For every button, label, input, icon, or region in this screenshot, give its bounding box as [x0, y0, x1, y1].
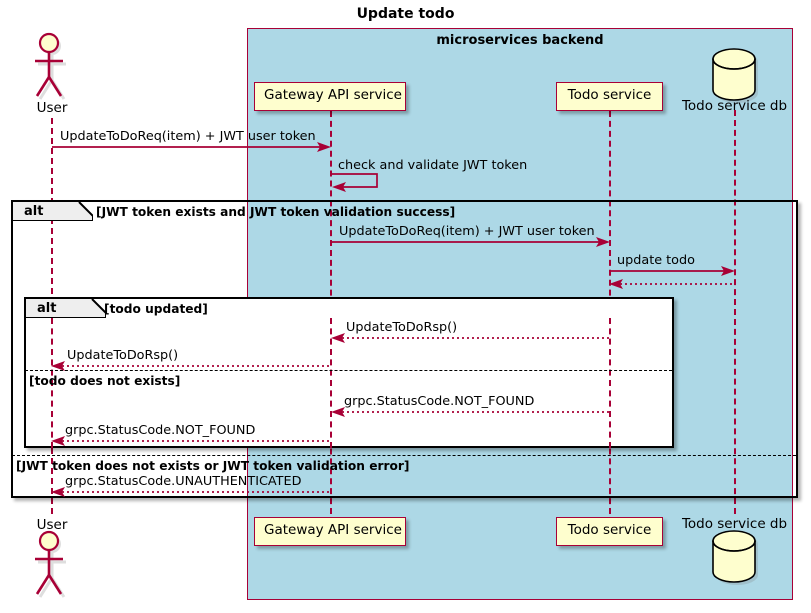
message-arrow-m10: [51, 484, 331, 498]
message-arrow-m9: [51, 433, 331, 447]
page-title: Update todo: [356, 6, 455, 22]
database-todo-service-db-top-label: Todo service db: [681, 98, 788, 114]
database-cylinder-icon: [712, 48, 758, 103]
actor-user-top-label: User: [36, 100, 68, 116]
actor-user-top[interactable]: [28, 32, 76, 102]
lifeline-todo-service-db: [734, 110, 736, 514]
message-arrow-m2-self: [331, 172, 387, 192]
alt-frame-outer-keyword: alt: [24, 204, 44, 219]
database-cylinder-icon-bottom: [712, 530, 758, 585]
alt-frame-inner-condition: [todo updated]: [104, 302, 208, 316]
message-arrow-m8: [331, 404, 610, 418]
lifeline-todo-overlay-inner: [609, 318, 611, 448]
message-arrow-m4: [609, 263, 735, 277]
actor-user-bottom-label: User: [36, 517, 68, 533]
group-box-label: microservices backend: [436, 33, 604, 48]
database-todo-service-db-top[interactable]: [707, 48, 767, 104]
lifeline-user-overlay-inner: [51, 318, 53, 448]
message-label-m10: grpc.StatusCode.UNAUTHENTICATED: [65, 474, 302, 489]
alt-frame-inner-divider: [25, 370, 672, 371]
message-arrow-m5: [609, 276, 735, 290]
participant-gateway-api-service-bottom[interactable]: Gateway API service: [254, 517, 406, 546]
database-todo-service-db-bottom-label: Todo service db: [681, 516, 788, 532]
actor-stick-figure-icon: [35, 32, 66, 100]
participant-todo-service-top[interactable]: Todo service: [556, 82, 663, 111]
alt-frame-inner: [24, 297, 674, 448]
actor-user-bottom[interactable]: [28, 530, 76, 600]
message-label-m2: check and validate JWT token: [338, 158, 528, 173]
actor-stick-figure-icon-bottom: [35, 530, 66, 598]
message-label-m3: UpdateToDoReq(item) + JWT user token: [339, 224, 595, 239]
message-label-m9: grpc.StatusCode.NOT_FOUND: [65, 423, 256, 438]
message-arrow-m3: [331, 234, 610, 248]
participant-gateway-api-service-top[interactable]: Gateway API service: [254, 82, 406, 111]
message-arrow-m1: [51, 139, 331, 153]
alt-frame-inner-else-condition: [todo does not exists]: [29, 374, 181, 388]
message-arrow-m6: [331, 330, 610, 344]
participant-todo-service-bottom[interactable]: Todo service: [556, 517, 663, 546]
alt-frame-outer-condition: [JWT token exists and JWT token validati…: [96, 205, 456, 219]
alt-frame-outer-else-condition: [JWT token does not exists or JWT token …: [16, 459, 410, 473]
alt-frame-inner-keyword: alt: [37, 301, 57, 316]
lifeline-gateway-overlay-inner: [330, 318, 332, 448]
alt-frame-outer-divider: [12, 455, 796, 456]
alt-frame-outer: [11, 200, 798, 498]
message-label-m4: update todo: [617, 253, 695, 268]
message-arrow-m7: [51, 358, 331, 372]
message-label-m8: grpc.StatusCode.NOT_FOUND: [344, 394, 535, 409]
message-label-m1: UpdateToDoReq(item) + JWT user token: [60, 129, 316, 144]
message-label-m6: UpdateToDoRsp(): [346, 320, 458, 335]
database-todo-service-db-bottom[interactable]: [707, 530, 767, 586]
message-label-m7: UpdateToDoRsp(): [67, 348, 179, 363]
